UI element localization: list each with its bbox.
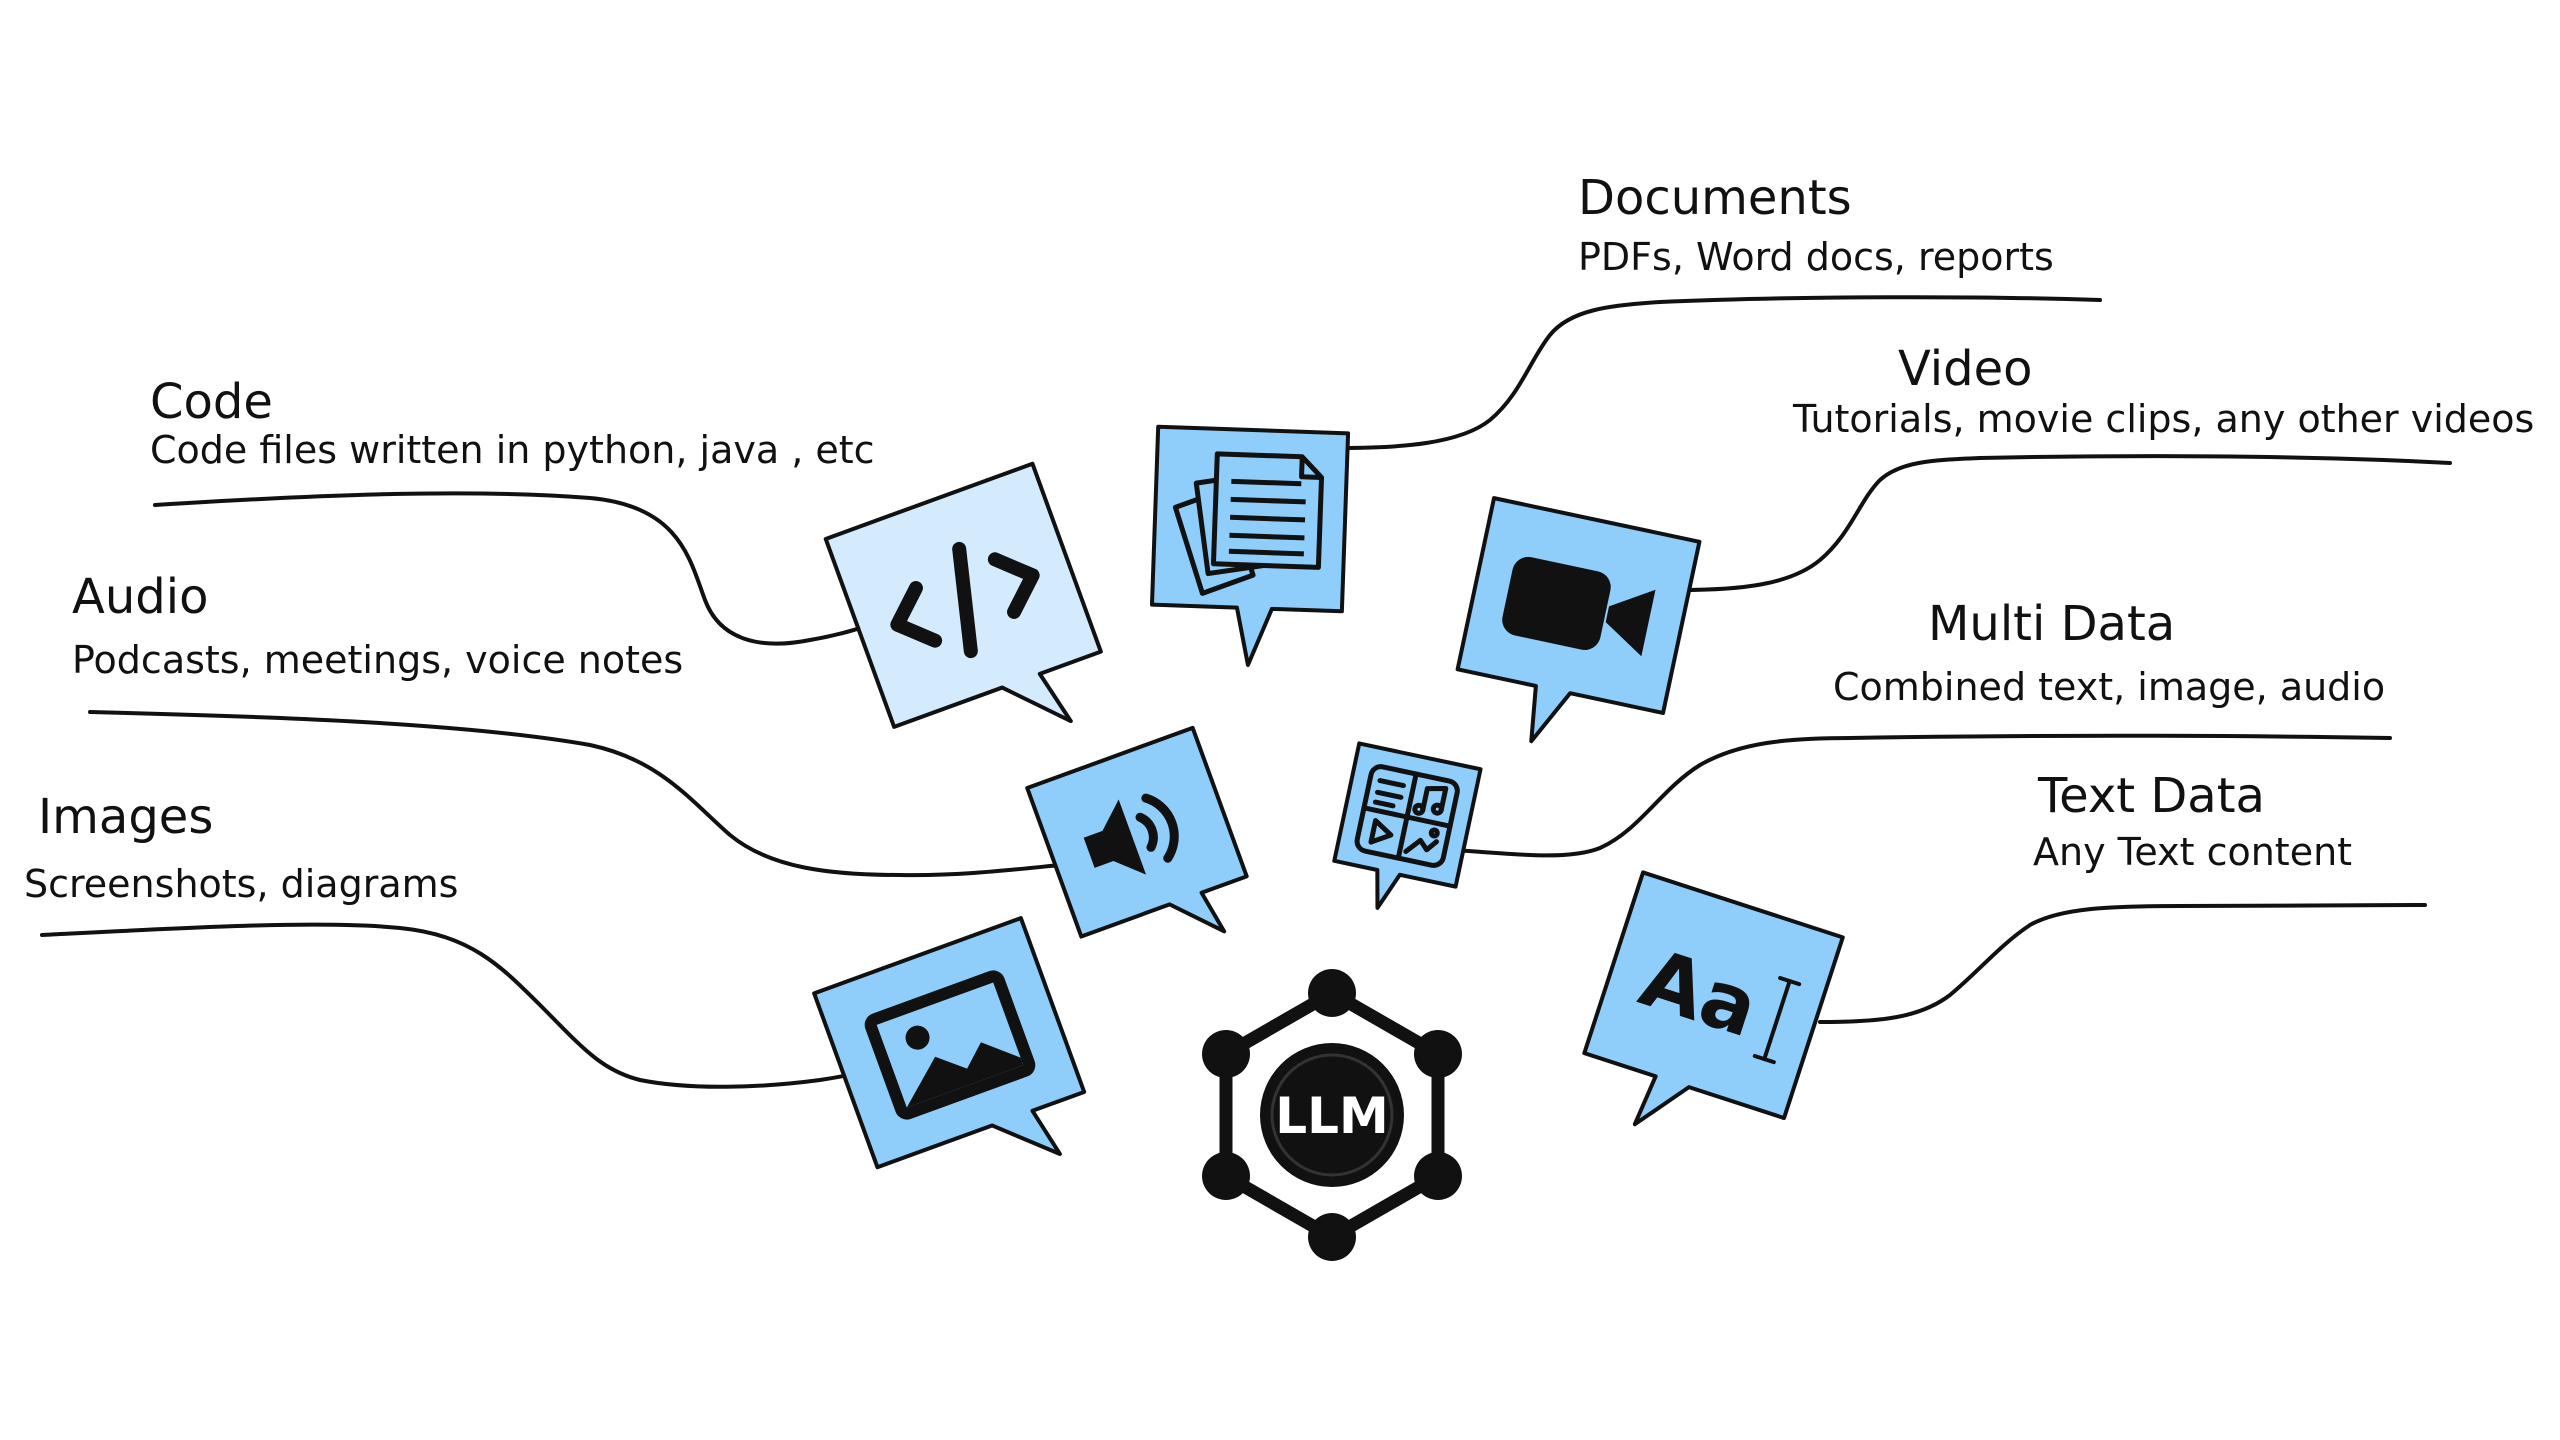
documents-title: Documents (1578, 170, 1852, 226)
documents-connector (1338, 295, 2102, 450)
multi-data-title: Multi Data (1928, 596, 2175, 652)
audio-title: Audio (72, 569, 208, 625)
llm-core (1260, 1043, 1404, 1187)
multi-data-bubble (1332, 741, 1483, 910)
documents-description: PDFs, Word docs, reports (1578, 235, 2054, 279)
images-connector (40, 922, 872, 1089)
code-brackets-icon (890, 541, 1040, 659)
documents-bubble (1149, 424, 1351, 668)
images-title: Images (38, 789, 213, 845)
multi-data-description: Combined text, image, audio (1833, 665, 2385, 709)
source-audio: Audio Podcasts, meetings, voice notes (72, 569, 1249, 939)
text-data-title: Text Data (2037, 768, 2265, 824)
picture-icon (864, 970, 1036, 1120)
llm-hub: LLM (1202, 969, 1462, 1261)
document-stack-icon (1172, 451, 1325, 596)
speaker-icon (1083, 793, 1179, 875)
multi-data-connector (1453, 733, 2392, 858)
audio-bubble (1025, 725, 1249, 939)
llm-label: LLM (1275, 1087, 1388, 1145)
text-data-description: Any Text content (2033, 830, 2352, 874)
source-text-data: Text Data Any Text content Aa (1582, 768, 2427, 1127)
video-bubble (1455, 496, 1702, 744)
video-camera-icon (1502, 556, 1656, 657)
images-description: Screenshots, diagrams (24, 862, 458, 906)
code-connector (153, 491, 882, 646)
source-code: Code Code files written in python, java … (150, 374, 1103, 729)
source-documents: Documents PDFs, Word docs, reports (1149, 170, 2102, 668)
text-data-connector (1818, 903, 2427, 1024)
multimedia-grid-icon (1354, 764, 1460, 868)
text-data-bubble: Aa (1582, 870, 1845, 1127)
code-description: Code files written in python, java , etc (150, 428, 875, 472)
video-description: Tutorials, movie clips, any other videos (1792, 397, 2534, 441)
llm-hub-nodes (1202, 969, 1462, 1261)
source-multi-data: Multi Data Combined text, image, audio (1332, 596, 2392, 910)
code-bubble (823, 461, 1103, 729)
video-title: Video (1898, 341, 2032, 397)
audio-connector (88, 710, 1062, 878)
llm-core-inner-ring (1270, 1053, 1394, 1177)
audio-description: Podcasts, meetings, voice notes (72, 638, 683, 682)
video-connector (1678, 454, 2452, 592)
images-bubble (812, 916, 1087, 1170)
source-images: Images Screenshots, diagrams (24, 789, 1087, 1170)
code-title: Code (150, 374, 273, 430)
source-video: Video Tutorials, movie clips, any other … (1455, 341, 2534, 744)
